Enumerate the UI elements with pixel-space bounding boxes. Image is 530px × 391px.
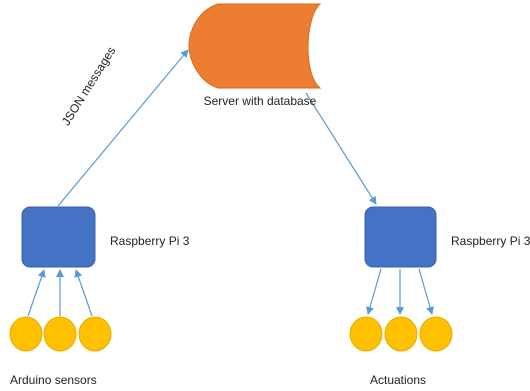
arduino-sensors-label: Arduino sensors [10, 373, 97, 387]
server-label: Server with database [203, 94, 317, 108]
raspberry-pi-right-label: Raspberry Pi 3 [451, 234, 530, 248]
arduino-sensor-2 [43, 316, 77, 352]
arrow-pi-to-server [57, 49, 189, 207]
raspberry-pi-left-box [21, 206, 96, 268]
diagram: Server with database JSON messages Raspb… [9, 3, 530, 387]
actuations-label: Actuations [370, 373, 427, 387]
actuation-1 [349, 316, 383, 352]
raspberry-pi-right-box [364, 206, 437, 268]
arduino-sensor-3 [78, 316, 112, 352]
diagram-canvas [9, 3, 453, 352]
arrow-actuation-1 [366, 268, 382, 315]
raspberry-pi-left-label: Raspberry Pi 3 [110, 234, 190, 248]
arrow-server-to-pi [305, 92, 377, 205]
actuation-2 [384, 316, 418, 352]
arduino-sensor-1 [9, 316, 43, 352]
arrow-sensor-1 [27, 269, 46, 317]
actuation-3 [419, 316, 453, 352]
arrow-sensor-3 [74, 269, 93, 317]
arrow-actuation-3 [418, 268, 434, 315]
server-shape [188, 3, 322, 89]
